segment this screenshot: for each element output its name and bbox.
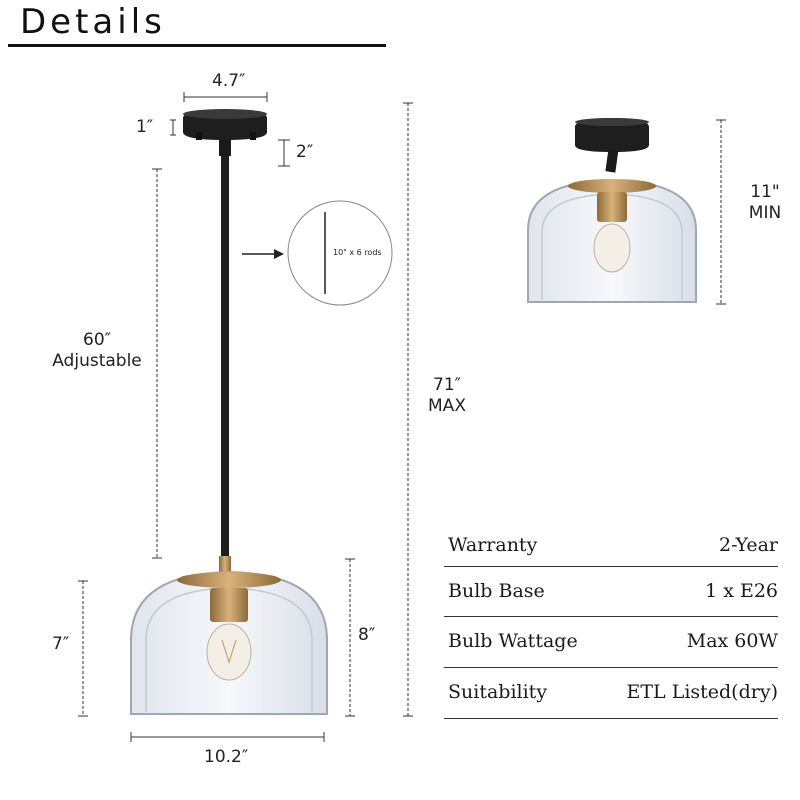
spec-value: Max 60W (686, 630, 778, 652)
semi-flush-lamp-illustration (527, 118, 697, 303)
pendant-lamp-illustration (130, 109, 328, 715)
rod-length-dimension: 60″ Adjustable (42, 330, 152, 372)
spec-row-warranty: Warranty 2-Year (448, 522, 778, 570)
semi-flush-dimension: 11" MIN (736, 182, 794, 224)
rod-callout (242, 200, 393, 306)
shade-total-height-label: 8″ (358, 625, 376, 645)
spec-label: Bulb Base (448, 580, 545, 602)
spec-row-suitability: Suitability ETL Listed(dry) (448, 669, 778, 717)
semi-flush-value: 11" (750, 182, 780, 202)
overall-max-value: 71″ (433, 375, 461, 395)
spec-divider (444, 718, 778, 719)
spec-value: 1 x E26 (705, 580, 778, 602)
spec-divider (444, 667, 778, 668)
spec-row-bulb-wattage: Bulb Wattage Max 60W (448, 618, 778, 666)
shade-width-label: 10.2″ (204, 747, 249, 767)
canopy-width-label: 4.7″ (212, 71, 246, 91)
overall-max-note: MAX (428, 396, 466, 416)
spec-divider (444, 616, 778, 617)
cap-height-label: 2″ (296, 142, 314, 162)
overall-max-dimension: 71″ MAX (412, 375, 482, 417)
semi-flush-note: MIN (748, 203, 782, 223)
spec-label: Warranty (448, 534, 538, 556)
page-title: Details (20, 2, 166, 42)
spec-divider (444, 566, 778, 567)
spec-value: 2-Year (719, 534, 778, 556)
rod-adjustable-label: Adjustable (52, 351, 142, 371)
spec-label: Suitability (448, 681, 548, 703)
spec-label: Bulb Wattage (448, 630, 578, 652)
spec-value: ETL Listed(dry) (626, 681, 779, 703)
spec-row-bulb-base: Bulb Base 1 x E26 (448, 568, 778, 616)
shade-height-label: 7″ (52, 634, 70, 654)
rod-length-label: 60″ (83, 330, 111, 350)
canopy-height-label: 1″ (136, 117, 154, 137)
title-underline (8, 44, 386, 47)
rod-callout-label: 10" x 6 rods (333, 248, 382, 257)
dimension-lines (78, 92, 726, 742)
